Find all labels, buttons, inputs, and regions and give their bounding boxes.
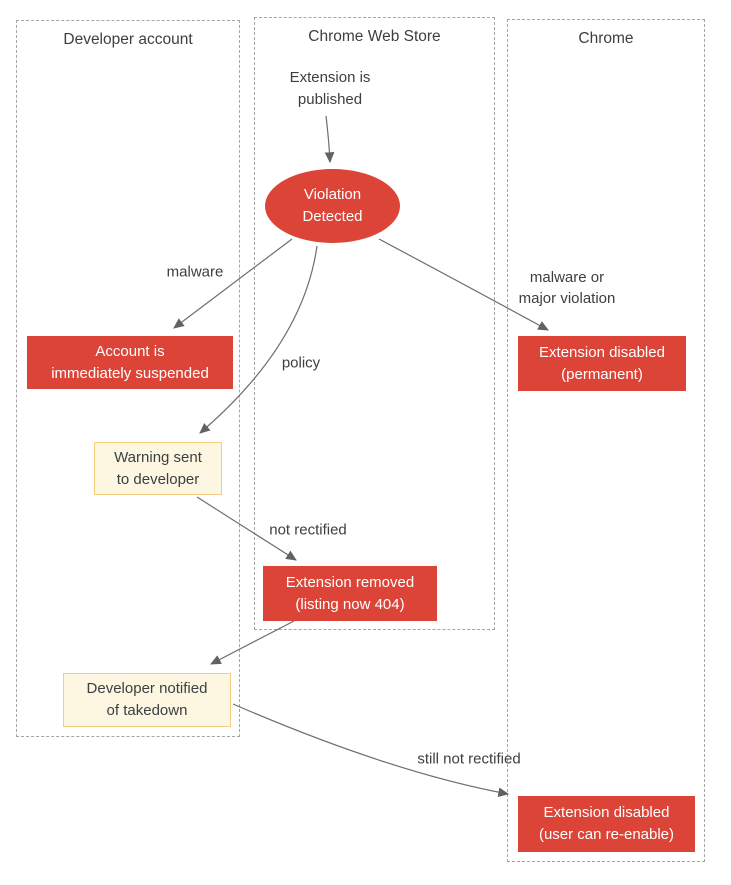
node-extension-removed: Extension removed (listing now 404)	[263, 566, 437, 621]
node-account-suspended: Account is immediately suspended	[27, 336, 233, 389]
node-extension-disabled-reenable: Extension disabled (user can re-enable)	[518, 796, 695, 852]
node-warning-sent: Warning sent to developer	[94, 442, 222, 495]
edge-label-not-rectified: not rectified	[269, 521, 347, 539]
node-violation-detected: Violation Detected	[265, 169, 400, 243]
lane-developer-account-title: Developer account	[63, 31, 193, 48]
edge-label-malware-or-major-violation: malware or major violation	[518, 269, 616, 307]
node-extension-disabled-permanent: Extension disabled (permanent)	[518, 336, 686, 391]
node-developer-notified: Developer notified of takedown	[63, 673, 231, 727]
lane-chrome: Chrome	[507, 19, 705, 862]
lane-chrome-title: Chrome	[578, 30, 634, 47]
lane-chrome-web-store-title: Chrome Web Store	[308, 28, 441, 45]
edge-label-policy: policy	[281, 354, 321, 372]
edge-label-still-not-rectified: still not rectified	[417, 750, 521, 768]
node-extension-published: Extension is published	[289, 68, 371, 108]
edge-label-malware: malware	[166, 263, 224, 281]
